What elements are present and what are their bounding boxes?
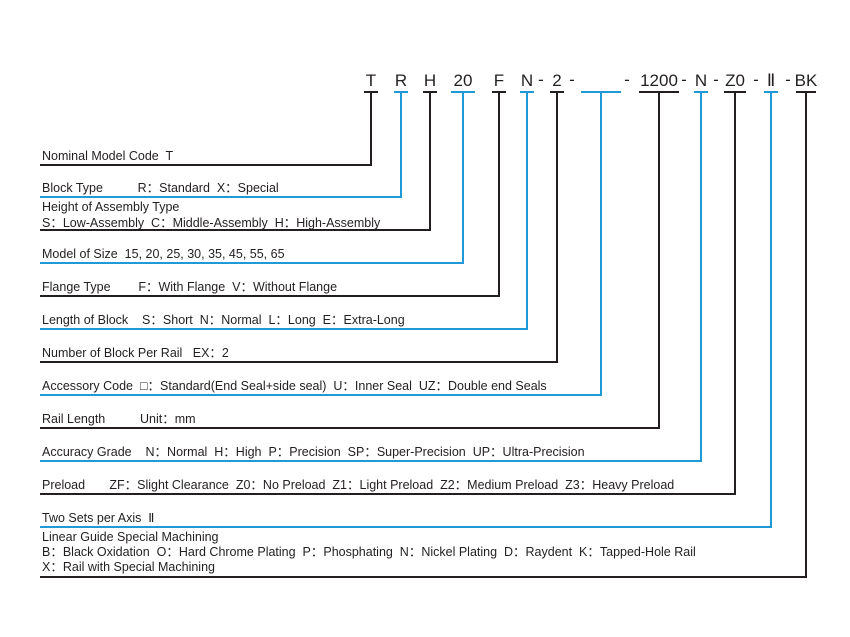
code-separator-0: - [538, 70, 544, 89]
row-8-line-0: Rail Length Unit：mm [42, 412, 196, 426]
row-11-line-0: Two Sets per Axis Ⅱ [42, 511, 154, 525]
connector-line-1 [40, 92, 402, 198]
connector-line-8 [40, 92, 660, 429]
code-segment-0: T [366, 71, 376, 90]
connector-line-3 [40, 92, 464, 264]
code-segment-11: Ⅱ [767, 71, 775, 90]
code-segment-6: 2 [552, 71, 561, 90]
row-7-line-0: Accessory Code □：Standard(End Seal+side … [42, 379, 547, 393]
code-segment-12: BK [795, 71, 818, 90]
row-0-line-0: Nominal Model Code T [42, 149, 173, 163]
connector-line-6 [40, 92, 558, 363]
row-12-line-2: X：Rail with Special Machining [42, 560, 215, 574]
row-1-line-0: Block Type R：Standard X：Special [42, 181, 279, 195]
connector-line-10 [40, 92, 736, 495]
connector-line-0 [40, 92, 372, 166]
code-segment-8: 1200 [640, 71, 678, 90]
code-separator-3: - [681, 70, 687, 89]
connector-line-9 [40, 92, 702, 462]
code-segment-2: H [424, 71, 436, 90]
row-2-line-1: S：Low-Assembly C：Middle-Assembly H：High-… [42, 216, 381, 230]
row-3-line-0: Model of Size 15, 20, 25, 30, 35, 45, 55… [42, 247, 285, 261]
connector-line-2 [40, 92, 431, 231]
code-segment-4: F [494, 71, 504, 90]
row-5-line-0: Length of Block S：Short N：Normal L：Long … [42, 313, 405, 327]
code-segment-3: 20 [454, 71, 473, 90]
code-segment-10: Z0 [725, 71, 745, 90]
row-2-line-0: Height of Assembly Type [42, 200, 179, 214]
code-segment-9: N [695, 71, 707, 90]
code-separator-4: - [713, 70, 719, 89]
connector-line-7 [40, 92, 602, 396]
connector-line-11 [40, 92, 772, 528]
code-segment-1: R [395, 71, 407, 90]
code-separator-6: - [785, 70, 791, 89]
connector-line-5 [40, 92, 528, 330]
code-separator-2: - [624, 70, 630, 89]
row-4-line-0: Flange Type F：With Flange V：Without Flan… [42, 280, 337, 294]
row-10-line-0: Preload ZF：Slight Clearance Z0：No Preloa… [42, 478, 674, 492]
code-segment-5: N [521, 71, 533, 90]
row-9-line-0: Accuracy Grade N：Normal H：High P：Precisi… [42, 445, 585, 459]
connector-line-4 [40, 92, 500, 297]
row-12-line-1: B：Black Oxidation O：Hard Chrome Plating … [42, 545, 696, 559]
code-separator-5: - [753, 70, 759, 89]
code-separator-1: - [569, 70, 575, 89]
row-12-line-0: Linear Guide Special Machining [42, 530, 219, 544]
connector-line-12 [40, 92, 807, 578]
row-6-line-0: Number of Block Per Rail EX：2 [42, 346, 229, 360]
